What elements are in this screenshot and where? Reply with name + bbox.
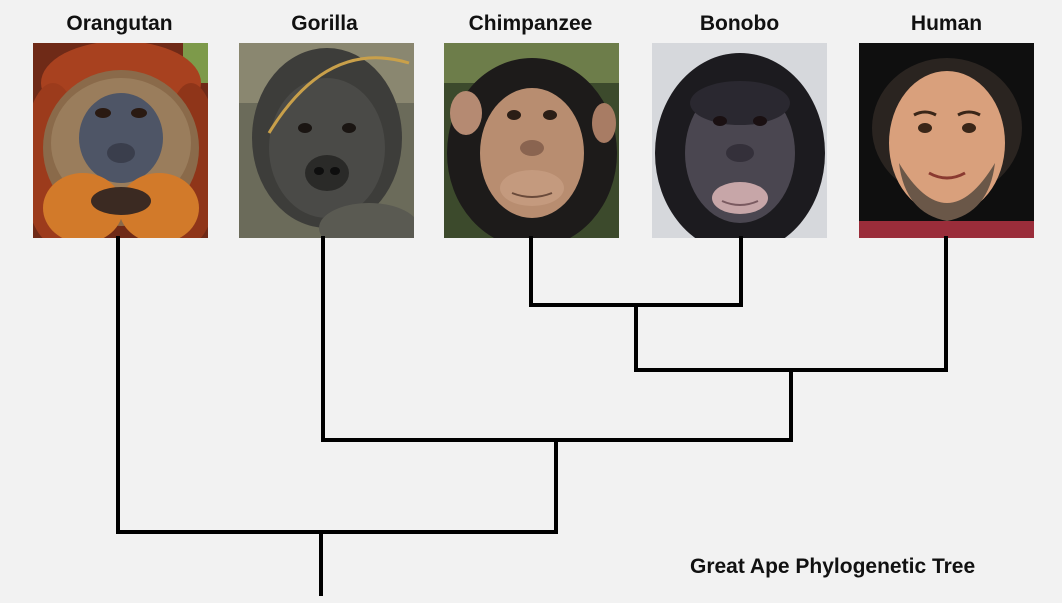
diagram-title: Great Ape Phylogenetic Tree xyxy=(690,552,1035,582)
